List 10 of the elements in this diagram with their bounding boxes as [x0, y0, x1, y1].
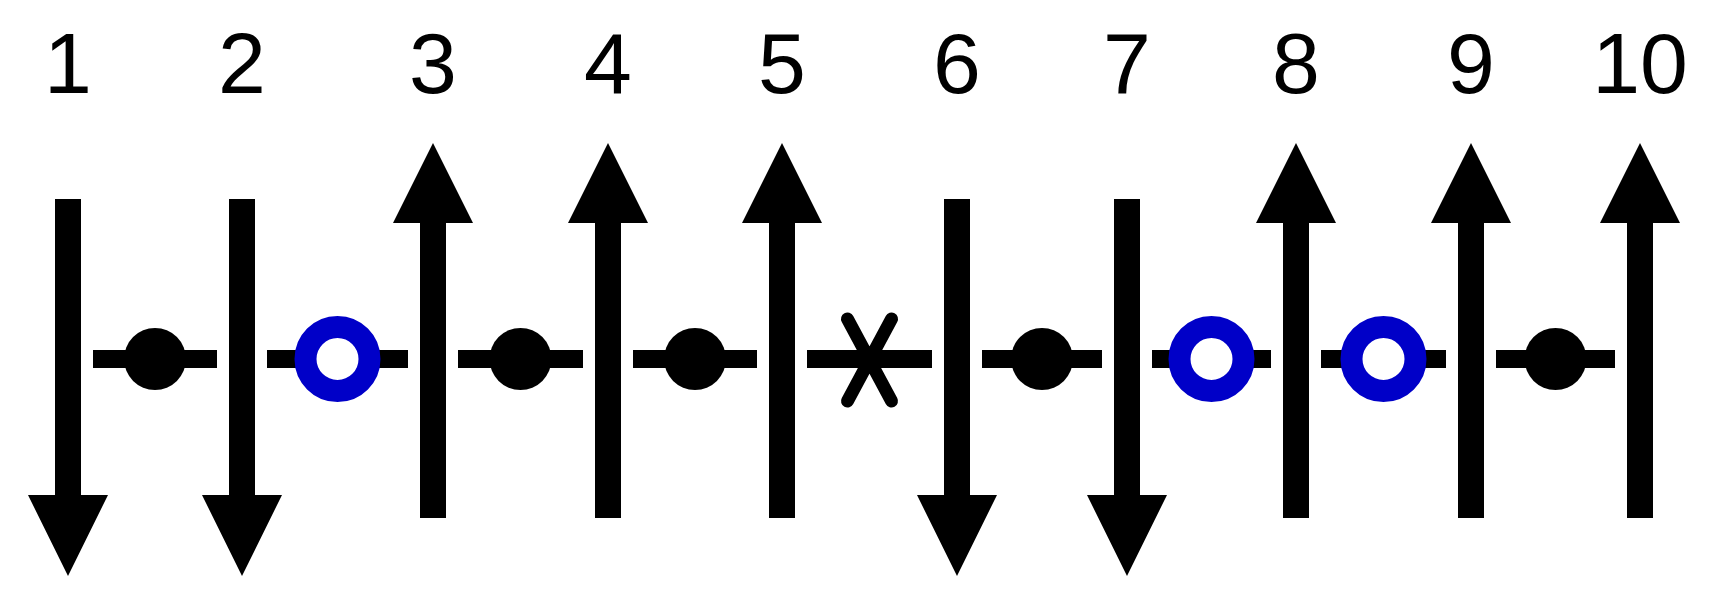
site-number: 10 — [1592, 20, 1688, 106]
site-number: 7 — [1103, 20, 1151, 106]
site-number: 5 — [758, 20, 806, 106]
site-number: 4 — [584, 20, 632, 106]
site-number: 1 — [44, 20, 92, 106]
site-number: 6 — [933, 20, 981, 106]
site-number: 8 — [1272, 20, 1320, 106]
site-number: 3 — [409, 20, 457, 106]
site-number: 2 — [218, 20, 266, 106]
site-number: 9 — [1447, 20, 1495, 106]
